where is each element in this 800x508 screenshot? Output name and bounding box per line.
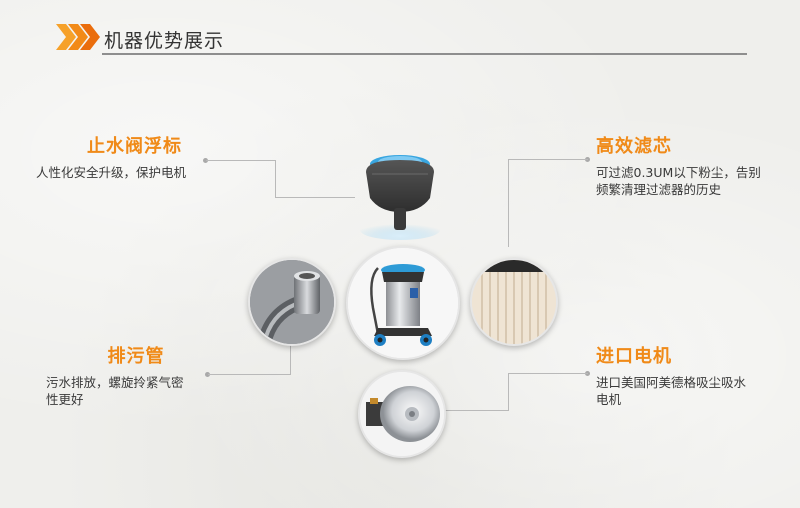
feature-desc: 进口美国阿美德格吸尘吸水电机 — [596, 375, 747, 407]
connector-line — [508, 159, 588, 160]
connector-line — [275, 160, 276, 198]
connector-line — [440, 410, 509, 411]
chevron-right-icon — [56, 24, 100, 50]
connector-line — [206, 160, 276, 161]
feature-desc: 可过滤0.3UM以下粉尘，告别频繁清理过滤器的历史 — [596, 165, 761, 197]
motor-image — [358, 370, 446, 458]
connector-line — [508, 373, 588, 374]
feature-title: 排污管 — [107, 346, 165, 367]
section-header: 机器优势展示 — [56, 18, 747, 58]
vacuum-cleaner-image — [346, 246, 460, 360]
feature-hose: 排污管 污水排放，螺旋拎紧气密性更好 — [46, 342, 186, 408]
feature-desc: 人性化安全升级，保护电机 — [36, 165, 187, 180]
feature-title: 止水阀浮标 — [87, 136, 182, 157]
connector-dot — [203, 158, 208, 163]
connector-line — [508, 159, 509, 247]
feature-title: 进口电机 — [596, 346, 672, 367]
connector-line — [275, 197, 355, 198]
connector-dot — [205, 372, 210, 377]
connector-line — [208, 374, 290, 375]
feature-title: 高效滤芯 — [596, 136, 672, 157]
header-divider — [102, 53, 747, 55]
float-valve-image — [350, 150, 450, 242]
connector-line — [290, 335, 291, 375]
connector-line — [508, 373, 509, 411]
feature-desc: 污水排放，螺旋拎紧气密性更好 — [46, 375, 184, 407]
feature-motor: 进口电机 进口美国阿美德格吸尘吸水电机 — [596, 342, 756, 408]
feature-float-valve: 止水阀浮标 人性化安全升级，保护电机 — [36, 132, 186, 181]
filter-cartridge-image — [470, 258, 558, 346]
feature-filter: 高效滤芯 可过滤0.3UM以下粉尘，告别频繁清理过滤器的历史 — [596, 132, 766, 198]
drain-hose-image — [248, 258, 336, 346]
page-title: 机器优势展示 — [104, 30, 225, 52]
